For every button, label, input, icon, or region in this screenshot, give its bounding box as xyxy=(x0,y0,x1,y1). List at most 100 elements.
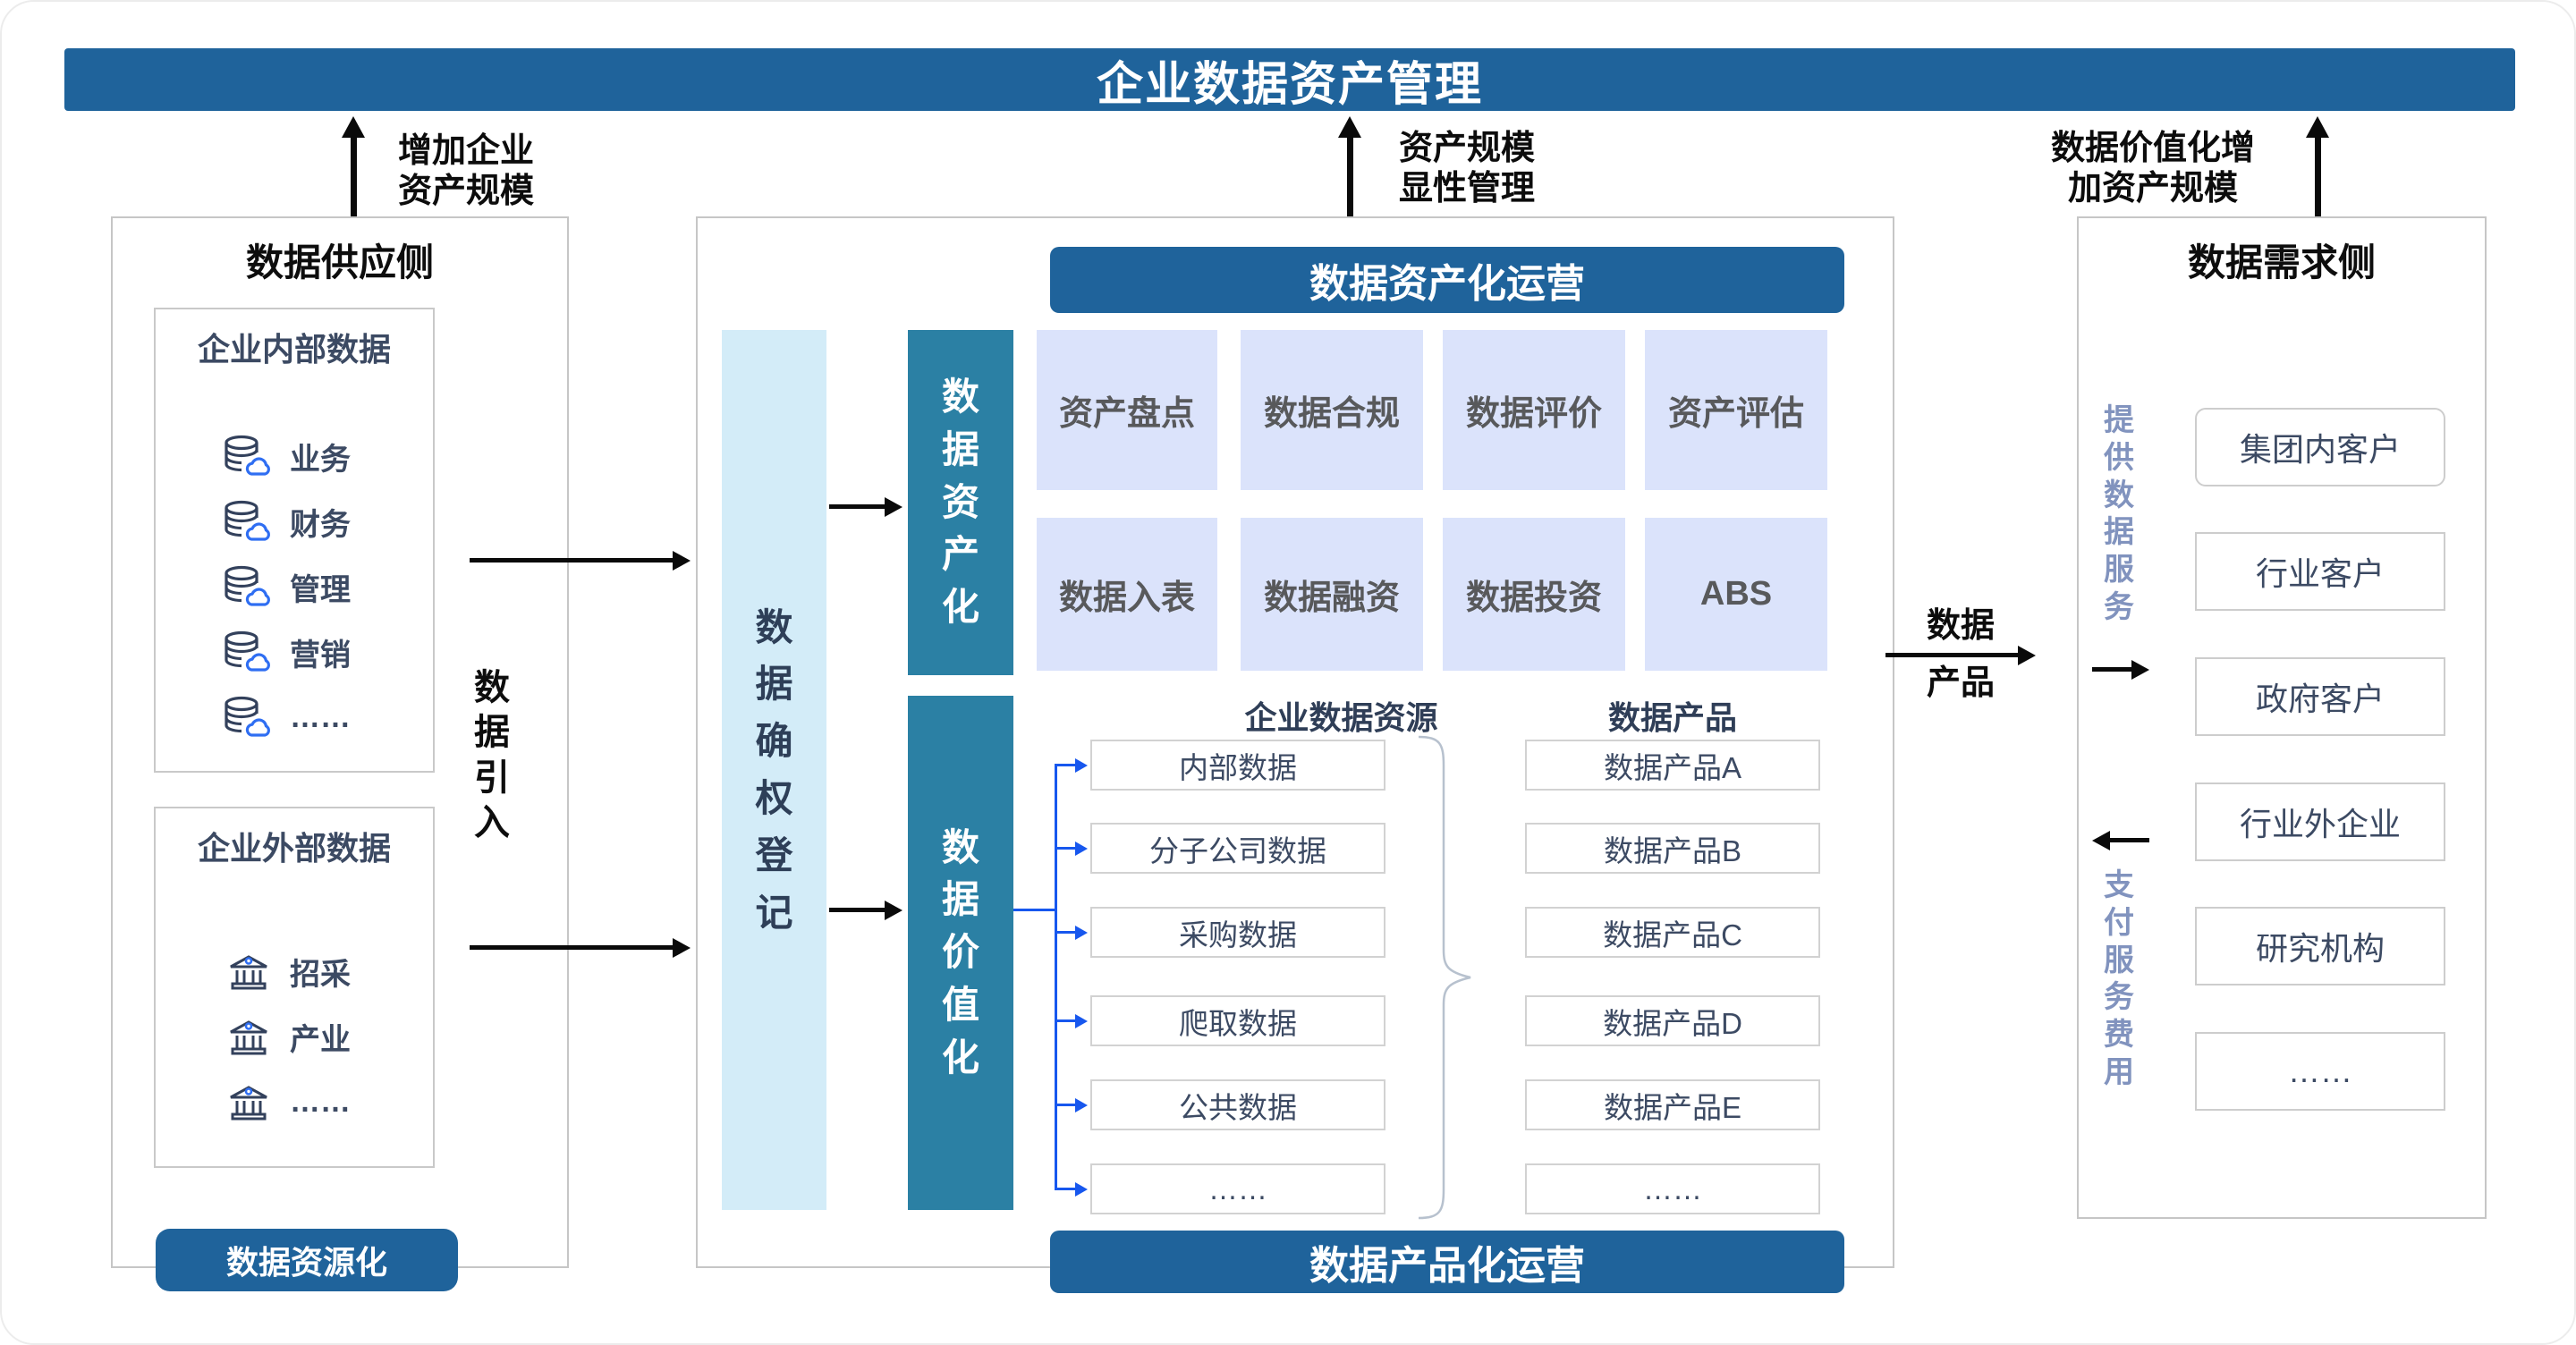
middle-arrow-label: 资产规模 显性管理 xyxy=(1399,130,1536,207)
demand-panel-title: 数据需求侧 xyxy=(2187,241,2376,283)
arrow-head xyxy=(2131,660,2149,680)
arrow-head xyxy=(2306,116,2329,138)
list-item-label: 招采 xyxy=(290,958,351,992)
arrow-shaft xyxy=(2110,838,2149,842)
data-assetization-column: 数据资产化 xyxy=(908,330,1013,675)
data-ingest-label: 数据引入 xyxy=(474,668,510,843)
list-item: 营销 xyxy=(222,620,351,685)
database-cloud-icon xyxy=(225,565,270,606)
connector-feed-line xyxy=(1013,909,1055,911)
list-item-label: 管理 xyxy=(290,573,351,607)
connector-branch xyxy=(1055,847,1076,850)
arrow-shaft xyxy=(470,945,673,950)
arrow-shaft xyxy=(1347,136,1353,216)
product-item: 数据产品E xyxy=(1525,1079,1820,1130)
bank-icon xyxy=(230,1085,267,1120)
list-item-label: 业务 xyxy=(290,443,351,477)
list-item: 管理 xyxy=(222,554,351,620)
arrow-shaft xyxy=(470,558,673,563)
connector-arrow-head xyxy=(1075,925,1088,940)
arrow-head xyxy=(2018,646,2036,665)
top-banner: 企业数据资产管理 xyxy=(64,48,2515,111)
connector-branch xyxy=(1055,764,1076,766)
database-cloud-icon xyxy=(225,500,270,541)
connector-arrow-head xyxy=(1075,1181,1088,1197)
database-cloud-icon xyxy=(225,630,270,672)
arrow-shaft xyxy=(829,908,885,912)
arrow-shaft xyxy=(2092,667,2131,672)
productization-ops-footer: 数据产品化运营 xyxy=(1050,1231,1844,1293)
resource-item: 采购数据 xyxy=(1090,907,1385,958)
internal-data-list: 业务 财务 xyxy=(222,424,351,750)
list-item: 业务 xyxy=(222,424,351,489)
client-item: 政府客户 xyxy=(2195,657,2445,736)
database-cloud-icon xyxy=(225,435,270,476)
external-data-title: 企业外部数据 xyxy=(197,830,391,867)
left-arrow-label: 增加企业 资产规模 xyxy=(398,132,535,210)
arrow-shaft xyxy=(2315,136,2321,216)
grid-cell: 数据入表 xyxy=(1037,518,1217,671)
connector-arrow-head xyxy=(1075,757,1088,773)
data-valorization-label: 数据价值化 xyxy=(942,825,980,1079)
resource-item: 内部数据 xyxy=(1090,740,1385,791)
arrow-shaft xyxy=(1885,653,2018,657)
list-item: …… xyxy=(222,685,351,750)
external-data-list: 招采 产业 …… xyxy=(225,939,351,1135)
connector-branch xyxy=(1055,1104,1076,1106)
bank-icon xyxy=(230,1019,267,1054)
connector-branch xyxy=(1055,1188,1076,1190)
connector-arrow-head xyxy=(1075,1013,1088,1028)
arrow-head xyxy=(342,116,365,138)
external-data-box: 企业外部数据 招采 产业 xyxy=(154,807,435,1168)
list-item-label: …… xyxy=(290,1085,351,1119)
provide-service-label: 提供数据服务 xyxy=(2104,403,2134,625)
client-item: …… xyxy=(2195,1032,2445,1111)
internal-data-title: 企业内部数据 xyxy=(197,331,391,368)
grid-cell: ABS xyxy=(1645,518,1827,671)
arrow-head xyxy=(673,938,691,958)
product-item: 数据产品B xyxy=(1525,823,1820,874)
product-item: 数据产品A xyxy=(1525,740,1820,791)
grid-cell: 资产评估 xyxy=(1645,330,1827,490)
database-cloud-icon xyxy=(225,696,270,737)
list-item: 财务 xyxy=(222,489,351,554)
product-flow-label-bottom: 产品 xyxy=(1926,664,1995,702)
brace-icon xyxy=(1418,735,1471,1220)
connector-branch xyxy=(1055,1019,1076,1022)
connector-arrow-head xyxy=(1075,1097,1088,1112)
client-item: 研究机构 xyxy=(2195,907,2445,985)
resource-item: 分子公司数据 xyxy=(1090,823,1385,874)
grid-cell: 数据投资 xyxy=(1443,518,1625,671)
list-item: 产业 xyxy=(225,1004,351,1070)
arrow-head xyxy=(885,497,902,517)
arrow-head xyxy=(885,901,902,920)
right-arrow-label: 数据价值化增 加资产规模 xyxy=(2050,130,2255,207)
list-item-label: 营销 xyxy=(290,639,351,672)
arrow-head xyxy=(2092,831,2110,850)
products-list-header: 数据产品 xyxy=(1607,699,1737,736)
connector-arrow-head xyxy=(1075,841,1088,856)
pay-fee-label: 支付服务费用 xyxy=(2104,868,2134,1090)
resource-badge: 数据资源化 xyxy=(156,1229,458,1291)
connector-trunk-line xyxy=(1055,764,1057,1190)
arrow-shaft xyxy=(829,504,885,509)
assetization-ops-header: 数据资产化运营 xyxy=(1050,247,1844,313)
grid-cell: 数据融资 xyxy=(1241,518,1423,671)
supply-panel-title: 数据供应侧 xyxy=(245,241,434,283)
product-item: …… xyxy=(1525,1163,1820,1214)
page-title: 企业数据资产管理 xyxy=(1096,58,1483,111)
arrow-shaft xyxy=(351,136,357,216)
internal-data-box: 企业内部数据 业务 xyxy=(154,308,435,773)
client-item: 集团内客户 xyxy=(2195,408,2445,486)
data-valorization-column: 数据价值化 xyxy=(908,696,1013,1210)
data-assetization-label: 数据资产化 xyxy=(942,376,980,629)
product-item: 数据产品D xyxy=(1525,995,1820,1046)
product-item: 数据产品C xyxy=(1525,907,1820,958)
grid-cell: 数据评价 xyxy=(1443,330,1625,490)
list-item: …… xyxy=(225,1070,351,1135)
connector-branch xyxy=(1055,931,1076,934)
resource-item: 爬取数据 xyxy=(1090,995,1385,1046)
product-flow-label-top: 数据 xyxy=(1926,607,1995,645)
resource-item: 公共数据 xyxy=(1090,1079,1385,1130)
